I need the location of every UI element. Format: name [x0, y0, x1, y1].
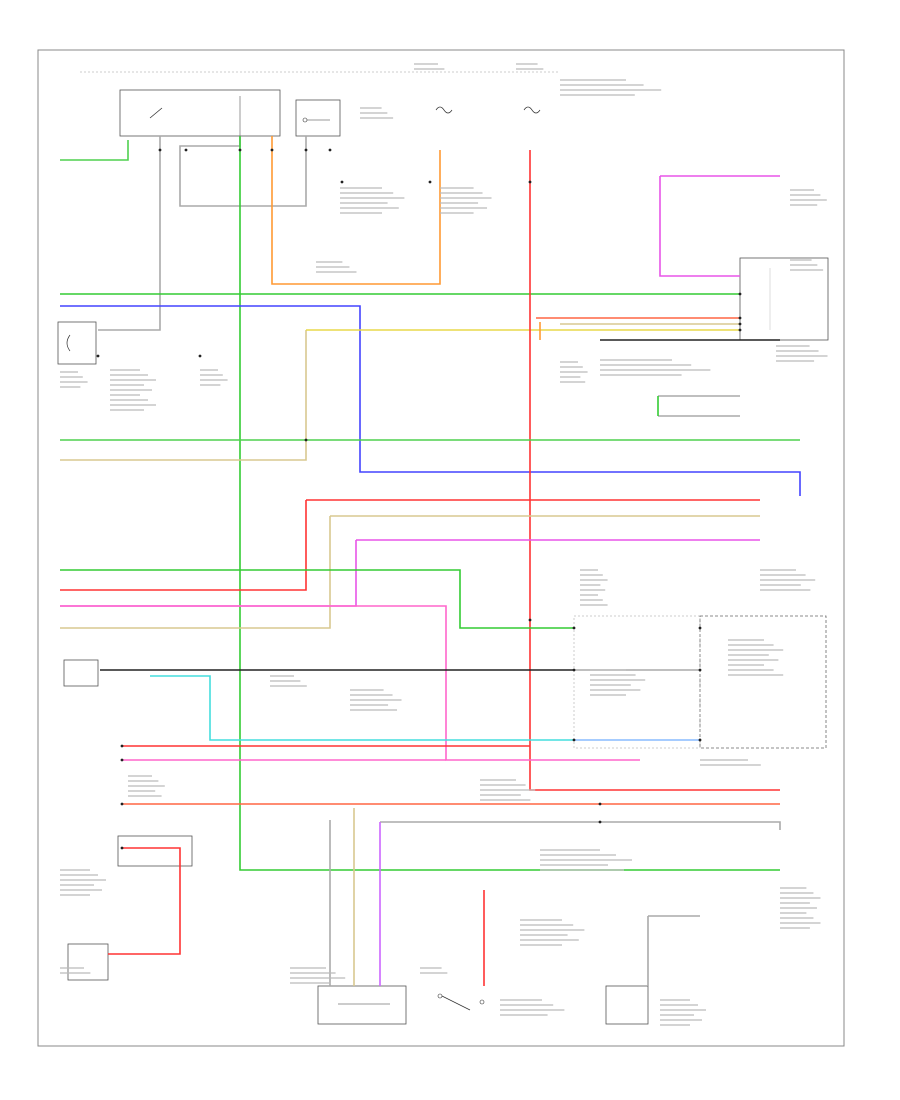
wire-blue-6: [60, 305, 801, 496]
terminal-dot-25: [738, 328, 742, 332]
wire-gray-35: [658, 395, 740, 417]
bottom-switch-symbol: [437, 993, 485, 1011]
top-module-box: [295, 99, 341, 137]
wire-lt_green-0: [60, 140, 129, 161]
terminal-dot-0: [158, 148, 162, 152]
control-module-box: [573, 615, 827, 749]
terminal-dot-26: [738, 316, 742, 320]
terminal-dot-9: [96, 354, 100, 358]
terminal-dot-4: [304, 148, 308, 152]
wire-tan-7: [60, 330, 307, 461]
terminal-dot-8: [528, 180, 532, 184]
terminal-dot-7: [428, 180, 432, 184]
terminal-dot-11: [304, 438, 308, 442]
left-sensor-box: [57, 321, 97, 365]
wire-gray-28: [380, 821, 781, 830]
wire-pink-18: [60, 605, 640, 761]
terminal-dot-28: [738, 292, 742, 296]
wire-magenta-33: [659, 175, 780, 277]
relay-box: [119, 89, 281, 137]
wire-red-14: [60, 499, 760, 591]
terminal-dot-19: [120, 744, 124, 748]
wire-green-17: [60, 569, 574, 629]
terminal-dot-18: [698, 738, 702, 742]
terminal-dot-10: [198, 354, 202, 358]
wire-runs: [60, 136, 801, 986]
bottom-left-connector: [67, 835, 193, 981]
diagram-frame: [37, 49, 845, 1047]
terminal-dot-27: [738, 322, 742, 326]
terminal-dots: [96, 148, 742, 850]
terminal-dot-14: [572, 668, 576, 672]
wire-tan-15: [60, 515, 760, 629]
wire-orange-4: [271, 136, 441, 285]
wire-red-30: [108, 847, 181, 955]
terminal-dot-15: [572, 738, 576, 742]
terminal-dot-13: [572, 626, 576, 630]
terminal-dot-20: [120, 758, 124, 762]
wire-gray-32: [647, 915, 700, 986]
terminal-dot-22: [120, 846, 124, 850]
bottom-right-module: [605, 985, 649, 1025]
terminal-dot-1: [184, 148, 188, 152]
terminal-dot-21: [120, 802, 124, 806]
wire-cyan-20: [150, 675, 574, 741]
wire-gray-2: [179, 136, 307, 207]
terminal-dot-24: [598, 820, 602, 824]
wire-red-9: [529, 150, 780, 791]
terminal-dot-17: [698, 668, 702, 672]
terminal-dot-16: [698, 626, 702, 630]
terminal-dot-12: [528, 618, 532, 622]
terminal-dot-2: [238, 148, 242, 152]
right-top-connector: [739, 257, 829, 341]
label-blocks: [60, 63, 828, 1026]
terminal-dot-3: [270, 148, 274, 152]
terminal-dot-6: [340, 180, 344, 184]
bottom-switch-box: [317, 985, 407, 1025]
left-mid-box: [63, 659, 99, 687]
terminal-dot-23: [598, 802, 602, 806]
fuse-symbols: [435, 106, 541, 114]
wire-gray-1: [98, 136, 161, 331]
wire-magenta-16: [60, 539, 760, 607]
terminal-dot-5: [328, 148, 332, 152]
